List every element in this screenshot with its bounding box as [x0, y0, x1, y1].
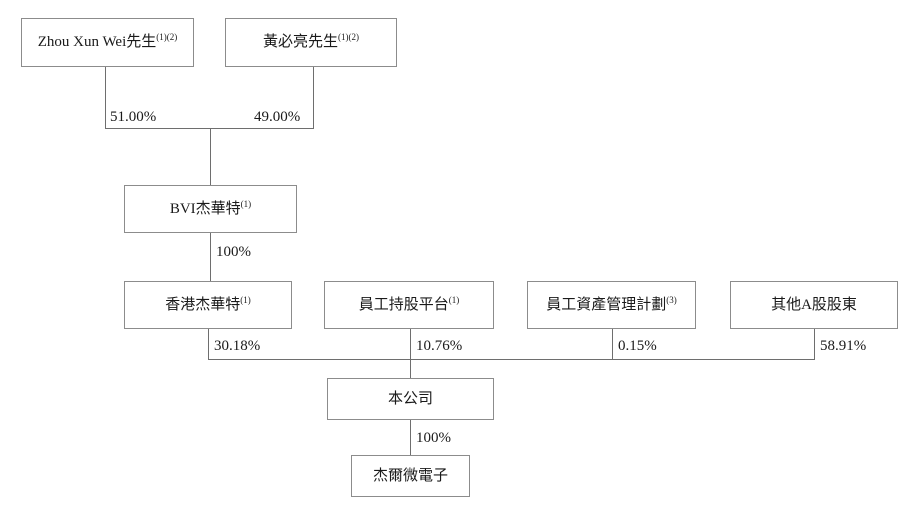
node-employee-asset-plan-note: (3) [666, 294, 677, 305]
node-zhou-xun-wei-note: (1)(2) [156, 32, 178, 43]
node-bvi-jiehuate-label: BVI杰華特 [169, 200, 241, 217]
node-huang-bi-liang-note: (1)(2) [338, 32, 359, 43]
edge-bar-to-company [410, 359, 411, 378]
node-hk-jiehuate[interactable]: 香港杰華特(1) [124, 281, 292, 329]
pct-huang-to-bvi: 49.00% [254, 109, 301, 125]
node-other-a-shareholders-label: 其他A股股東 [771, 296, 857, 313]
node-jieer-micro-label: 杰爾微電子 [372, 467, 448, 484]
edge-bvi-to-hk [210, 233, 211, 281]
pct-platform-to-company: 10.76% [416, 338, 463, 354]
edge-bar-tier1 [105, 128, 314, 129]
node-hk-jiehuate-note: (1) [240, 294, 251, 305]
pct-bvi-to-hk: 100% [216, 244, 251, 260]
node-employee-holding-platform-label: 員工持股平台 [358, 296, 449, 313]
edge-platform-to-bar [410, 329, 411, 359]
edge-huang-to-bar [313, 67, 314, 128]
node-employee-holding-platform[interactable]: 員工持股平台(1) [324, 281, 494, 329]
node-huang-bi-liang-label: 黃必亮先生 [262, 34, 338, 51]
pct-other-a-to-company: 58.91% [820, 338, 867, 354]
node-our-company[interactable]: 本公司 [327, 378, 494, 420]
node-jieer-micro[interactable]: 杰爾微電子 [351, 455, 470, 497]
node-other-a-shareholders[interactable]: 其他A股股東 [730, 281, 898, 329]
node-employee-asset-plan-label: 員工資產管理計劃 [546, 296, 667, 313]
node-hk-jiehuate-label: 香港杰華特 [165, 296, 241, 313]
pct-zhou-to-bvi: 51.00% [110, 109, 157, 125]
edge-other-a-to-bar [814, 329, 815, 359]
node-our-company-label: 本公司 [387, 390, 433, 407]
edge-bar-to-bvi [210, 128, 211, 185]
node-zhou-xun-wei[interactable]: Zhou Xun Wei先生(1)(2) [21, 18, 194, 67]
node-employee-holding-platform-note: (1) [448, 294, 460, 305]
node-bvi-jiehuate[interactable]: BVI杰華特(1) [124, 185, 297, 233]
pct-asset-plan-to-company: 0.15% [618, 338, 657, 354]
node-bvi-jiehuate-note: (1) [240, 198, 252, 209]
edge-zhou-to-bar [105, 67, 106, 128]
edge-asset-plan-to-bar [612, 329, 613, 359]
edge-hk-to-bar [208, 329, 209, 359]
node-huang-bi-liang[interactable]: 黃必亮先生(1)(2) [225, 18, 397, 67]
node-employee-asset-plan[interactable]: 員工資產管理計劃(3) [527, 281, 696, 329]
pct-hk-to-company: 30.18% [214, 338, 261, 354]
pct-company-to-jieer: 100% [416, 430, 451, 446]
edge-bar-tier3 [208, 359, 815, 360]
node-zhou-xun-wei-label: Zhou Xun Wei先生 [37, 34, 157, 51]
edge-company-to-jieer [410, 420, 411, 455]
